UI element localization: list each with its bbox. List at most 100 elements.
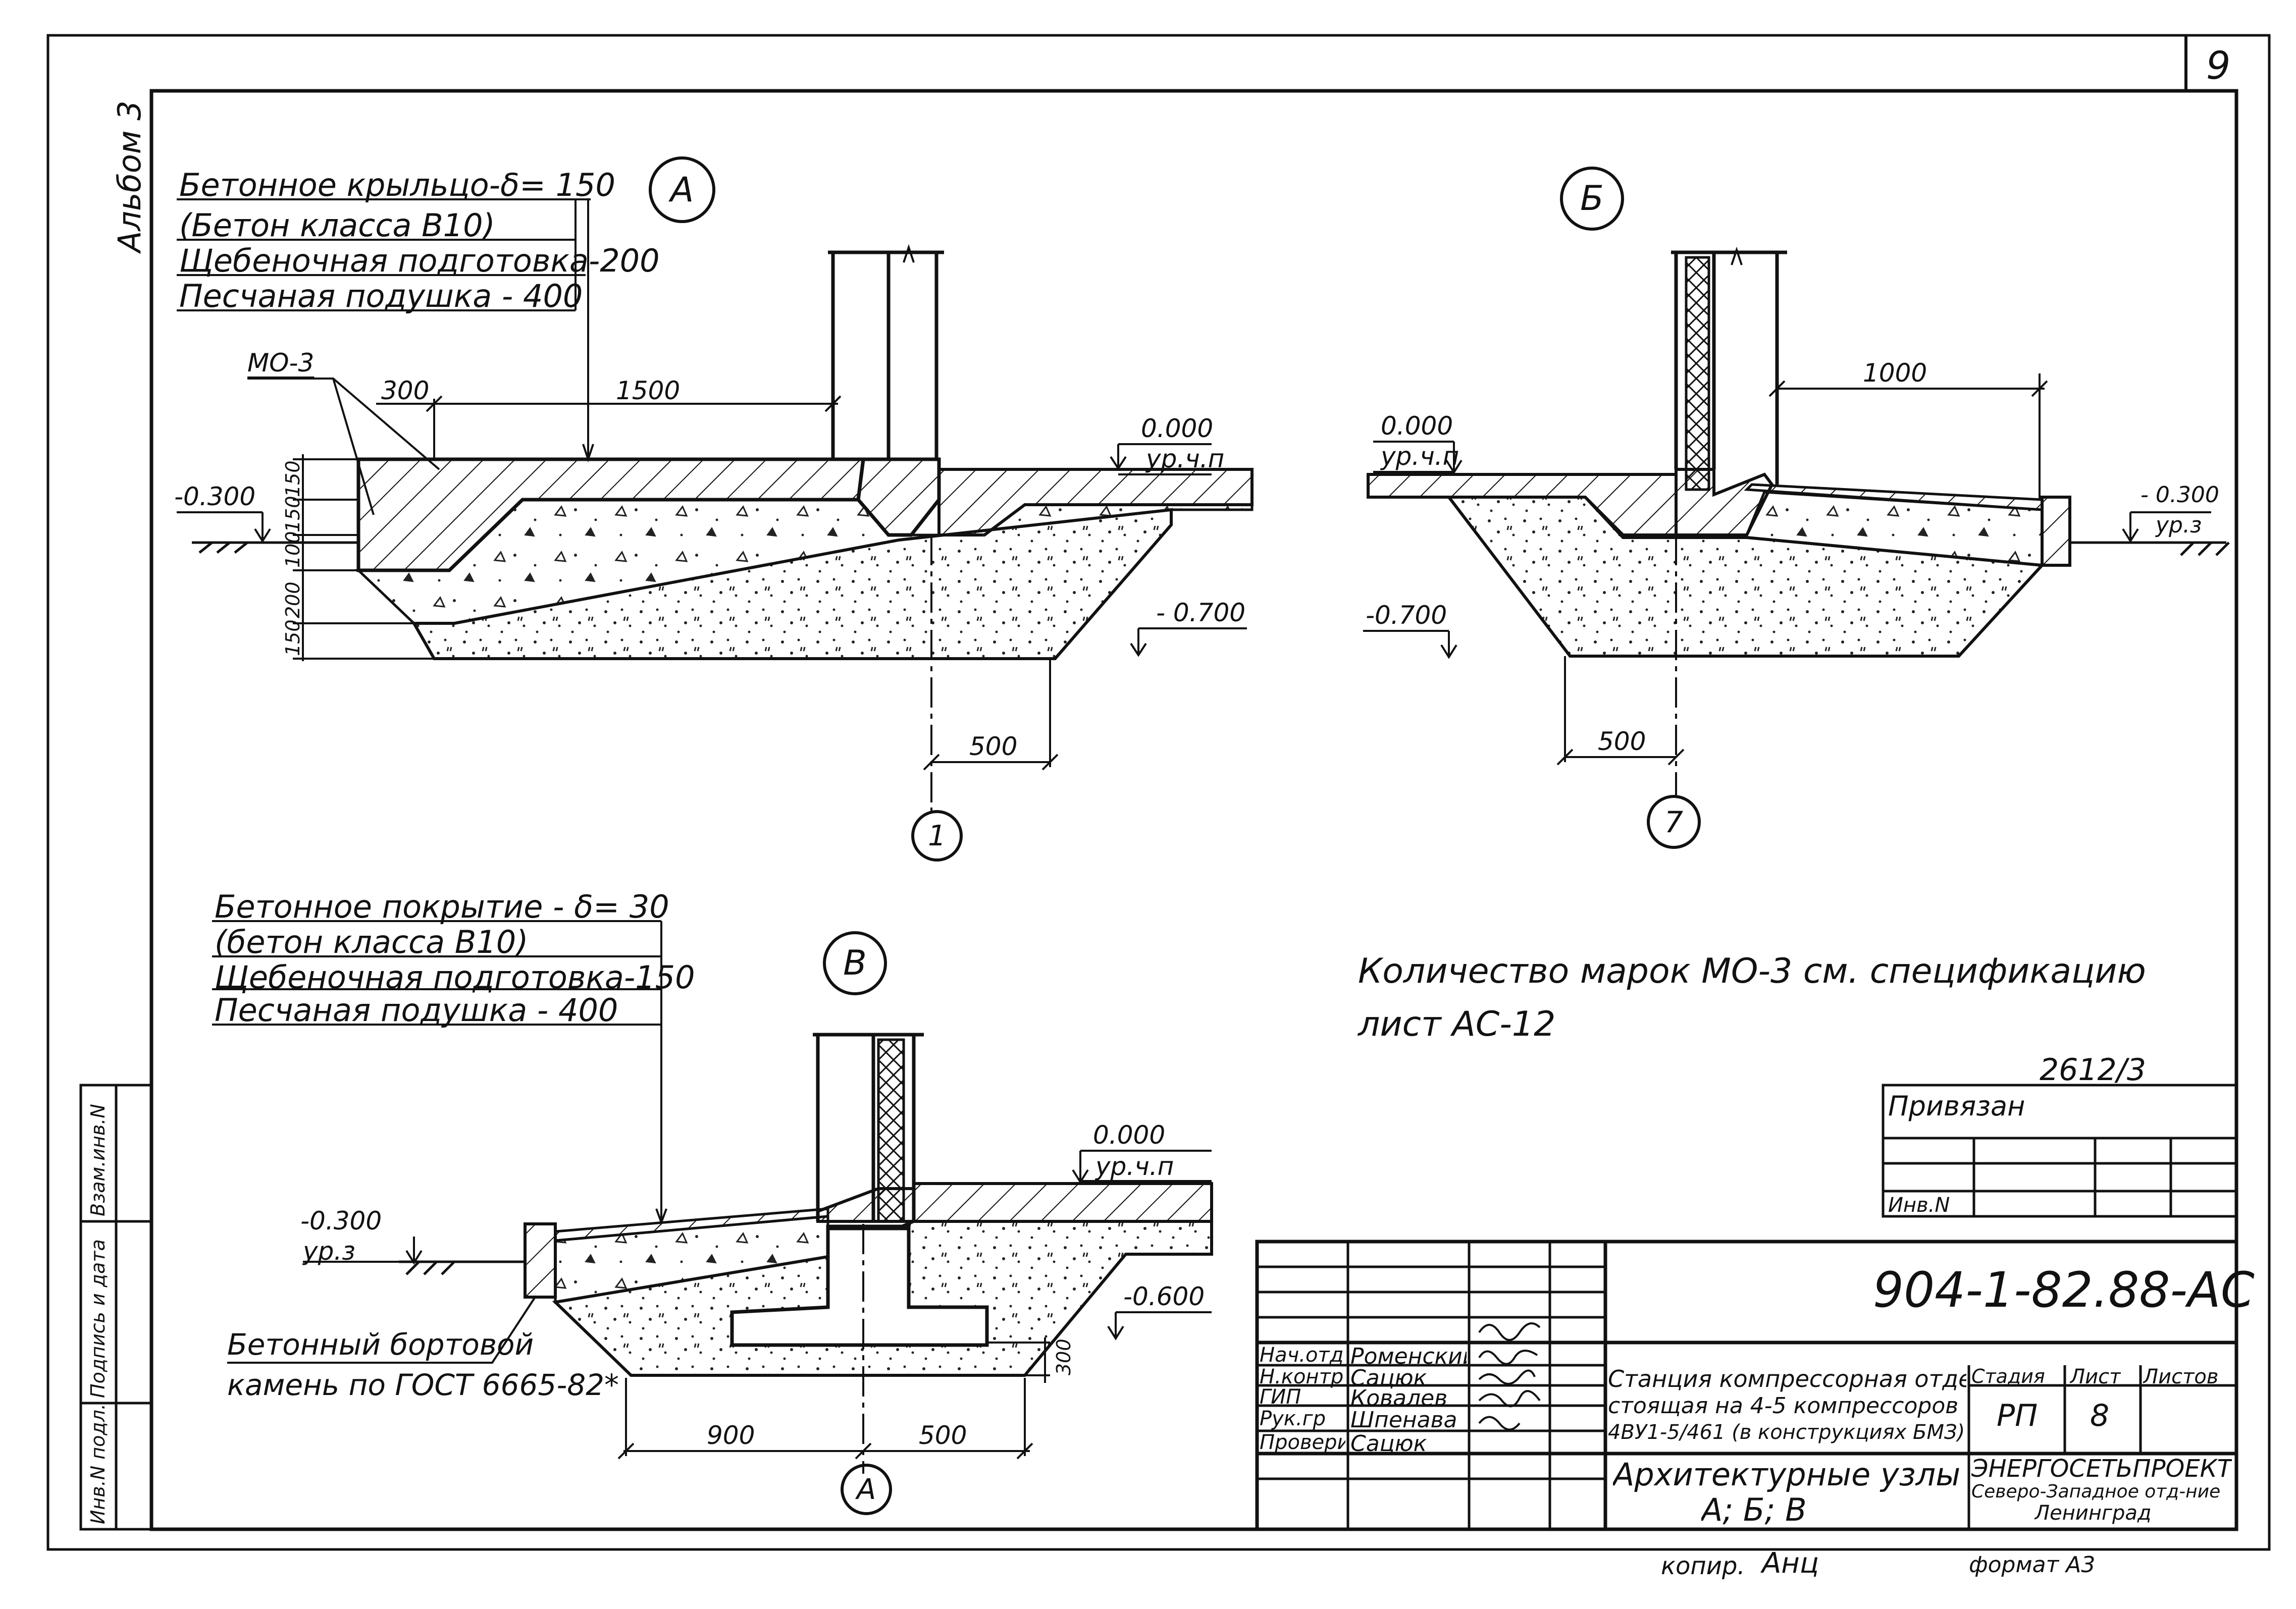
node-v-axis-a: А [841,1464,892,1515]
node-b-dim-500: 500 [1598,727,1646,756]
page-number: 9 [2206,43,2231,88]
node-b-level-m700: -0.700 [1366,601,1447,630]
node-a-side-dim-5: 150 [282,619,304,656]
node-v-dim-500: 500 [919,1421,967,1450]
copier-signature: Анц [1762,1547,1819,1580]
node-v-layer-2: (бетон класса В10) [215,924,529,960]
node-a-side-dim-4: 200 [282,581,304,618]
role-1: Нач.отд [1260,1344,1344,1367]
side-stamp-replaced-inv: Взам.инв.N [87,1104,109,1216]
node-v-floor-slab [912,1182,1213,1223]
node-b-level-m300-note: ур.з [2156,512,2202,538]
project-line-1: Станция компрессорная отдельно- [1608,1365,1966,1392]
node-b-grade-beam [1675,468,1774,537]
title-inv-no: Инв.N [1888,1194,1950,1217]
format-label: формат А3 [1969,1552,2096,1578]
node-b-curb-stone [2041,496,2071,567]
role-2: Н.контр [1260,1365,1344,1388]
signatures [1478,1322,1541,1431]
node-a-level-0: 0.000 [1141,414,1214,443]
org-line-3: Ленинград [2034,1501,2152,1525]
node-a-side-dim-2: 150 [282,496,304,532]
album-label: Альбом 3 [111,100,148,252]
node-b-level-0: 0.000 [1381,411,1453,441]
role-4: Рук.гр [1260,1407,1326,1430]
node-v-layer-3: Щебеночная подготовка-150 [215,959,695,996]
node-v-dim-300: 300 [1053,1338,1075,1375]
project-line-2: стоящая на 4-5 компрессоров [1608,1393,1959,1419]
name-1: Роменский [1350,1344,1467,1369]
copied-label: копир. [1661,1552,1745,1580]
node-b-level-m300: - 0.300 [2141,482,2219,508]
sheets-header: Листов [2143,1365,2219,1388]
sheet-header: Лист [2070,1365,2121,1388]
name-3: Ковалев [1350,1385,1448,1411]
node-b-insulation [1685,256,1710,491]
node-v-layer-1: Бетонное покрытие - δ= 30 [215,888,669,925]
node-a-axis-1: 1 [911,810,963,862]
node-a-level-0-note: ур.ч.п [1146,444,1225,473]
node-a-layer-4: Песчаная подушка - 400 [179,278,583,314]
sheet-title-2: А; Б; В [1701,1491,1807,1528]
spec-leader-a [177,198,591,311]
node-b-axis-7: 7 [1647,795,1701,849]
node-v-level-m300-note: ур.з [303,1237,355,1266]
node-v-level-0-note: ур.ч.п [1095,1152,1174,1181]
node-v-foundation [730,1224,989,1347]
node-a-embed-mark: МО-3 [247,348,315,378]
org-line-1: ЭНЕРГОСЕТЬПРОЕКТ [1971,1455,2232,1483]
node-a-level-m700: - 0.700 [1156,598,1246,627]
node-a-layer-3: Щебеночная подготовка-200 [179,242,660,279]
node-v-level-0: 0.000 [1093,1120,1166,1150]
name-5: Сацюк [1350,1431,1427,1457]
node-a-layer-1: Бетонное крыльцо-δ= 150 [179,167,615,203]
node-v-level-m600: -0.600 [1123,1282,1205,1311]
note-line-2: лист АС-12 [1358,1004,1556,1044]
stage-value: РП [1997,1398,2038,1433]
node-b-dim-1000: 1000 [1863,358,1927,388]
node-v-grade-beam [816,1187,915,1223]
title-block-frame [1255,1084,2238,1531]
node-b-sand-cushion [1368,496,2046,658]
node-a-dim-500: 500 [969,732,1018,761]
node-v-curb-stone [524,1222,557,1299]
project-line-3: 4ВУ1-5/461 (в конструкциях БМЗ) [1608,1421,1965,1444]
name-4: Шпенава [1350,1407,1457,1433]
side-stamp-frame [79,1084,153,1531]
sheet-title-1: Архитектурные узлы [1613,1456,1961,1493]
node-v-curb-label-1: Бетонный бортовой [227,1327,534,1362]
name-2: Сацюк [1350,1365,1427,1391]
node-b-mark: Б [1560,167,1624,231]
node-a-side-dim-1: 150 [282,460,304,497]
node-v-dim-900: 900 [707,1421,755,1450]
node-v-level-m300: -0.300 [300,1206,382,1236]
stage-header: Стадия [1971,1365,2045,1387]
node-v-section [227,984,1213,1474]
drawing-code: 904-1-82.88-АС [1873,1262,2255,1318]
node-a-dim-1500: 1500 [616,376,681,405]
spec-leader-v [212,920,662,1026]
org-line-2: Северо-Западное отд-ние [1971,1481,2221,1502]
order-number: 2612/3 [2040,1052,2147,1088]
node-a-mark: А [649,156,715,223]
role-3: ГИП [1260,1385,1301,1409]
sheet-frame [46,34,2271,1551]
side-stamp-signature-date: Подпись и дата [87,1239,109,1398]
node-b-level-0-note: ур.ч.п [1381,442,1459,471]
node-a-sand-cushion [411,508,1173,660]
sheet-value: 8 [2090,1398,2110,1433]
node-v-mark: В [823,931,887,995]
side-stamp-inv-no: Инв.N подл. [87,1404,109,1524]
node-a-side-dim-3: 100 [282,531,304,568]
node-b-section [1363,246,2230,797]
node-a-layer-2: (Бетон класса В10) [179,207,495,244]
node-a-section [177,199,1254,813]
node-v-curb-label-2: камень по ГОСТ 6665-82* [227,1368,619,1402]
node-a-level-m300: -0.300 [174,482,256,511]
note-line-1: Количество марок МО-3 см. спецификацию [1358,951,2146,991]
role-5: Проверил [1260,1431,1345,1454]
title-attached: Привязан [1888,1090,2025,1122]
node-a-dim-300: 300 [381,376,430,405]
node-v-layer-4: Песчаная подушка - 400 [215,992,618,1029]
